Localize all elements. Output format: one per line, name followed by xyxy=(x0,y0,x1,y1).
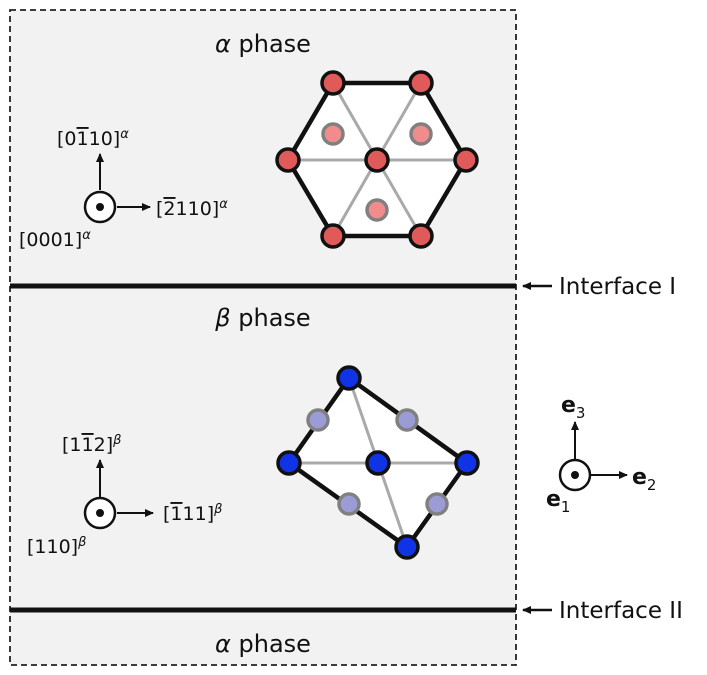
alpha-lower-layer-atom xyxy=(321,122,345,146)
alpha-top-phase-title: α phase xyxy=(215,30,311,58)
alpha-bottom-phase-title: α phase xyxy=(215,630,311,658)
e3-label: e3 xyxy=(561,393,585,422)
dashed-frame xyxy=(9,9,517,666)
beta-lower-layer-atom xyxy=(337,492,361,516)
alpha-atom xyxy=(408,70,434,96)
beta-center-atom xyxy=(365,450,391,476)
alpha-atom xyxy=(408,223,434,249)
e1-label: e1 xyxy=(546,487,570,516)
alpha-atom xyxy=(453,147,479,173)
e2-label: e2 xyxy=(632,465,656,494)
interface-i-label: Interface I xyxy=(559,274,676,300)
alpha-axes: [0110]α [2110]α [0001]α xyxy=(19,127,228,251)
beta-phase-title: β phase xyxy=(214,304,310,332)
interface-ii-label: Interface II xyxy=(559,598,683,624)
beta-axis-dot xyxy=(96,509,104,517)
alpha-right-direction-label: [2110]α xyxy=(156,197,228,220)
beta-atom xyxy=(336,365,362,391)
beta-axes: [112]β [111]β [110]β xyxy=(27,433,222,558)
alpha-out-direction-label: [0001]α xyxy=(19,228,91,251)
alpha-atom xyxy=(275,147,301,173)
alpha-hexagonal-cell xyxy=(275,70,479,249)
alpha-lower-layer-atom xyxy=(409,122,433,146)
beta-out-direction-label: [110]β xyxy=(27,535,86,558)
alpha-atom xyxy=(320,223,346,249)
alpha-lower-layer-atom xyxy=(365,198,389,222)
beta-lower-layer-atom xyxy=(425,492,449,516)
alpha-center-atom xyxy=(364,147,390,173)
phase-region-background xyxy=(10,10,516,665)
beta-up-direction-label: [112]β xyxy=(62,433,121,456)
beta-atom xyxy=(454,450,480,476)
beta-right-direction-label: [111]β xyxy=(163,502,222,525)
global-axes: e3 e2 e1 xyxy=(546,393,656,516)
beta-lower-layer-atom xyxy=(395,408,419,432)
beta-atom xyxy=(394,534,420,560)
beta-lower-layer-atom xyxy=(306,408,330,432)
alpha-axis-dot xyxy=(96,203,104,211)
beta-atom xyxy=(276,450,302,476)
alpha-up-direction-label: [0110]α xyxy=(57,127,129,150)
e1-axis-dot xyxy=(571,471,579,479)
alpha-atom xyxy=(320,70,346,96)
beta-unit-cell xyxy=(276,365,480,560)
